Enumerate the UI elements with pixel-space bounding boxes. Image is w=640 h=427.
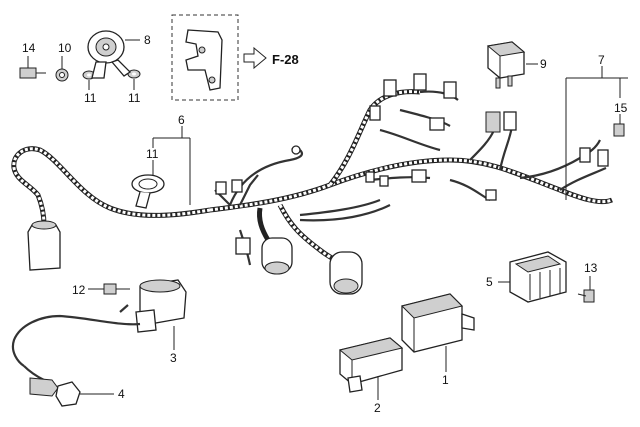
nut-10 xyxy=(55,68,69,82)
callout-8: 8 xyxy=(144,33,151,47)
callout-4: 4 xyxy=(118,387,125,401)
callout-6: 6 xyxy=(178,113,185,127)
bolt-15 xyxy=(19,67,46,79)
bolt-14 xyxy=(577,289,595,303)
relay-9 xyxy=(486,41,526,89)
ignition-coil-3 xyxy=(11,279,187,381)
leader-6 xyxy=(152,126,191,205)
harness-cylinder-connectors xyxy=(235,237,363,295)
callout-10: 10 xyxy=(58,41,72,55)
cdi-unit-1 xyxy=(401,293,475,353)
plug-cap-4 xyxy=(29,377,81,407)
harness-end-cap xyxy=(27,220,61,271)
callout-16: 15 xyxy=(614,101,628,115)
reference-arrow xyxy=(243,46,267,70)
reference-label: F-28 xyxy=(272,52,299,67)
wire-harness xyxy=(11,89,613,271)
band-12 xyxy=(131,174,165,209)
callout-1: 1 xyxy=(442,373,449,387)
bracket-dashed-box xyxy=(171,14,239,101)
callout-13: 12 xyxy=(72,283,86,297)
leader-7 xyxy=(565,66,628,200)
callout-3: 3 xyxy=(170,351,177,365)
callout-7: 7 xyxy=(598,53,605,67)
washer-11-right xyxy=(127,69,141,79)
harness-connectors xyxy=(215,73,609,201)
callout-12: 11 xyxy=(146,147,159,161)
module-2 xyxy=(338,337,404,393)
horn-8 xyxy=(87,30,132,79)
callout-14: 13 xyxy=(584,261,598,275)
callout-2: 2 xyxy=(374,401,381,415)
regulator-5 xyxy=(509,251,567,303)
bolt-13 xyxy=(103,283,130,295)
callout-9: 9 xyxy=(540,57,547,71)
callout-5: 5 xyxy=(486,275,493,289)
callout-15: 14 xyxy=(22,41,36,55)
clip-16 xyxy=(613,123,625,137)
callout-11-right: 11 xyxy=(128,91,141,105)
callout-11-left: 11 xyxy=(84,91,97,105)
